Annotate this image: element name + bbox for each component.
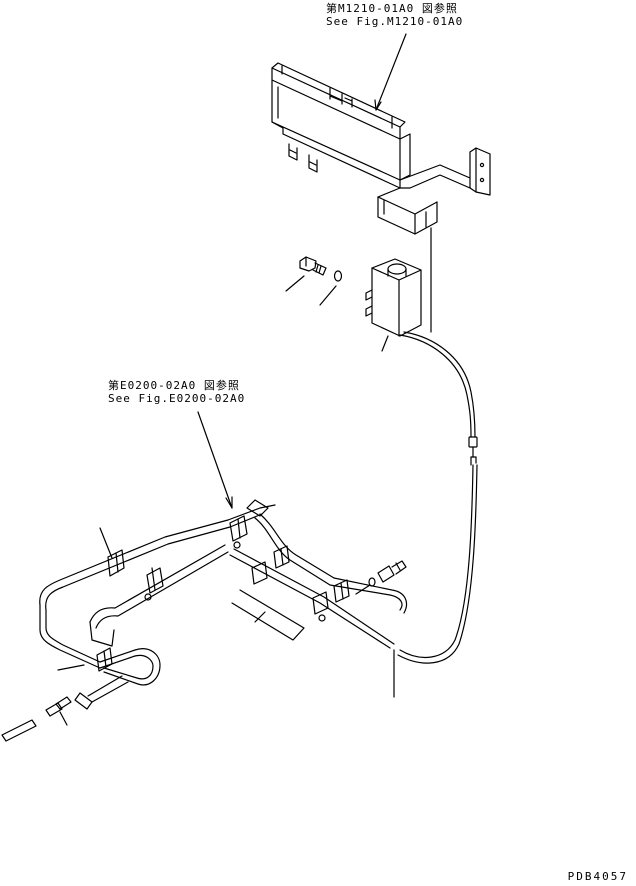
wiring-harness <box>1 411 408 742</box>
reference-lower-jp: 第E0200-02A0 図参照 <box>108 379 240 392</box>
reference-lower: 第E0200-02A0 図参照 See Fig.E0200-02A0 <box>108 379 245 405</box>
lower-cable <box>393 464 478 698</box>
reference-upper-en: See Fig.M1210-01A0 <box>326 15 464 28</box>
bolt-washer-group <box>285 256 343 306</box>
reservoir-tank <box>365 258 478 466</box>
reference-lower-en: See Fig.E0200-02A0 <box>108 392 246 405</box>
upper-bracket-assembly <box>271 33 491 333</box>
mounting-bolt <box>355 560 407 595</box>
drawing-code: PDB4057 <box>567 870 628 883</box>
reference-upper-jp: 第M1210-01A0 図参照 <box>326 2 458 15</box>
reference-upper: 第M1210-01A0 図参照 See Fig.M1210-01A0 <box>326 2 463 28</box>
